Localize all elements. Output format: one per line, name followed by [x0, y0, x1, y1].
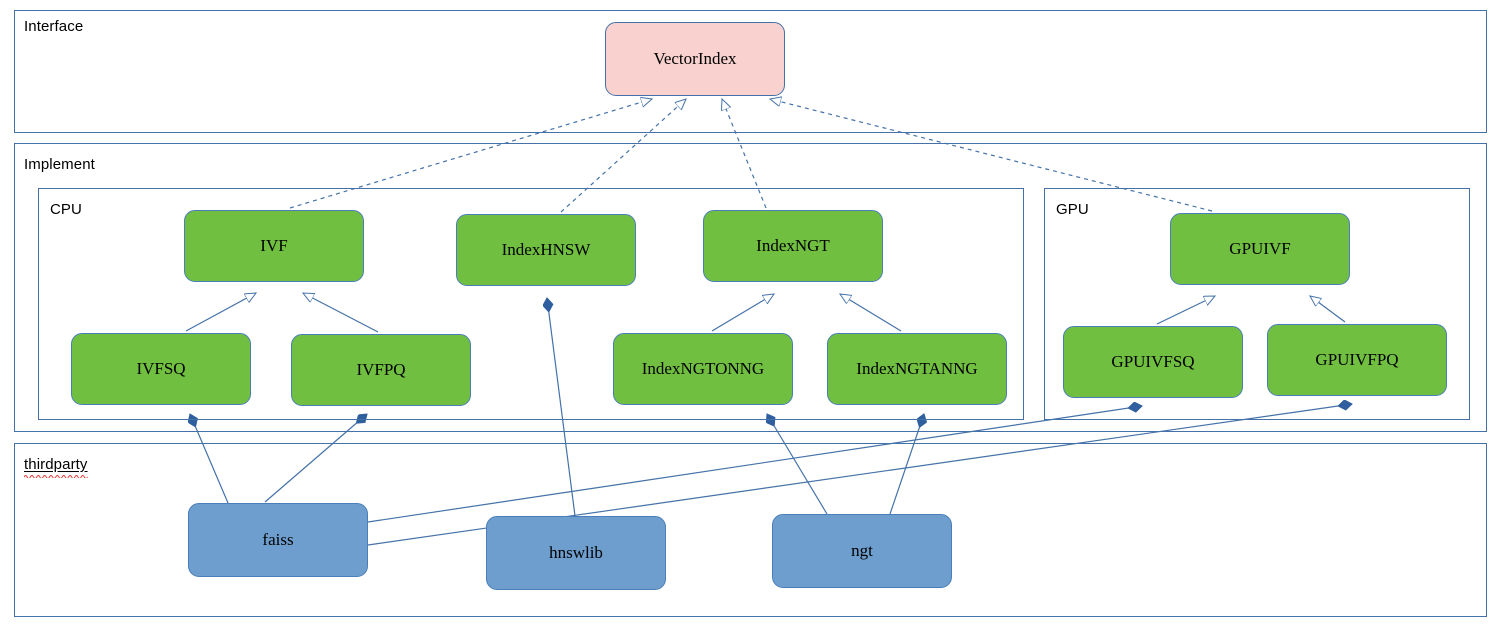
node-faiss[interactable]: faiss — [188, 503, 368, 577]
container-label-implement: Implement — [24, 156, 95, 173]
node-indexngtonng[interactable]: IndexNGTONNG — [613, 333, 793, 405]
node-indexngt[interactable]: IndexNGT — [703, 210, 883, 282]
node-gpuivfpq[interactable]: GPUIVFPQ — [1267, 324, 1447, 396]
node-label-gpuivfpq: GPUIVFPQ — [1315, 349, 1399, 369]
container-label-thirdparty: thirdparty — [24, 456, 88, 478]
container-gpu — [1044, 188, 1470, 420]
node-gpuivfsq[interactable]: GPUIVFSQ — [1063, 326, 1243, 398]
container-thirdparty — [14, 443, 1487, 617]
node-label-hnswlib: hnswlib — [549, 542, 603, 562]
container-cpu — [38, 188, 1024, 420]
node-ivf[interactable]: IVF — [184, 210, 364, 282]
node-indexngtanng[interactable]: IndexNGTANNG — [827, 333, 1007, 405]
spellcheck-squiggle-icon — [24, 474, 88, 478]
node-label-faiss: faiss — [262, 529, 294, 549]
node-label-gpuivfsq: GPUIVFSQ — [1111, 351, 1195, 371]
node-gpuivf[interactable]: GPUIVF — [1170, 213, 1350, 285]
node-label-gpuivf: GPUIVF — [1229, 238, 1291, 258]
node-hnswlib[interactable]: hnswlib — [486, 516, 666, 590]
node-label-indexngtanng: IndexNGTANNG — [856, 358, 978, 378]
node-ngt[interactable]: ngt — [772, 514, 952, 588]
container-interface — [14, 10, 1487, 133]
node-label-ivfsq: IVFSQ — [136, 358, 186, 378]
container-implement — [14, 143, 1487, 432]
node-ivfpq[interactable]: IVFPQ — [291, 334, 471, 406]
node-vectorindex[interactable]: VectorIndex — [605, 22, 785, 96]
node-indexhnsw[interactable]: IndexHNSW — [456, 214, 636, 286]
container-label-interface: Interface — [24, 18, 84, 35]
node-label-vectorindex: VectorIndex — [653, 48, 737, 68]
node-label-ivfpq: IVFPQ — [356, 359, 406, 379]
container-label-cpu: CPU — [50, 201, 82, 218]
node-label-indexhnsw: IndexHNSW — [501, 239, 591, 259]
container-label-thirdparty-text: thirdparty — [24, 456, 88, 473]
node-label-indexngtonng: IndexNGTONNG — [641, 358, 765, 378]
node-label-indexngt: IndexNGT — [756, 235, 830, 255]
container-label-gpu: GPU — [1056, 201, 1089, 218]
node-label-ngt: ngt — [851, 540, 873, 560]
node-ivfsq[interactable]: IVFSQ — [71, 333, 251, 405]
node-label-ivf: IVF — [260, 235, 288, 255]
